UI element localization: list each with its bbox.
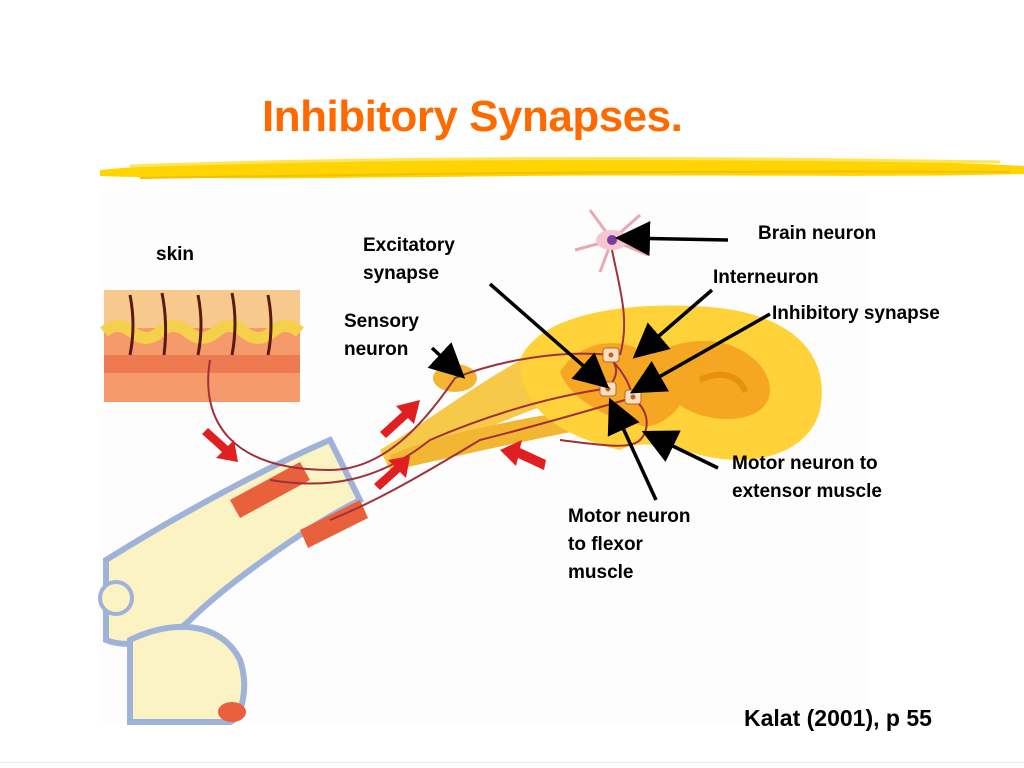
label-motor-neuron-flexor: Motor neuron to flexor muscle (568, 506, 691, 583)
slide-title: Inhibitory Synapses. (262, 92, 683, 141)
excitatory-synapse-pointer (488, 282, 610, 389)
title-highlight-stroke (100, 157, 1024, 179)
brain-neuron-pointer (615, 221, 729, 257)
label-motor-neuron-extensor: Motor neuron to extensor muscle (732, 453, 882, 502)
extensor-pointer (641, 430, 719, 470)
citation: Kalat (2001), p 55 (744, 705, 932, 731)
motion-arrows (202, 400, 546, 490)
knee-joint (98, 436, 368, 725)
label-skin: skin (156, 244, 195, 265)
sensory-neuron-pointer (427, 342, 466, 379)
flexor-pointer (607, 397, 658, 501)
label-interneuron: Interneuron (713, 267, 819, 288)
label-sensory-neuron: Sensory neuron (344, 311, 419, 360)
inhibitory-synapse-pointer (629, 312, 771, 394)
footer-divider (0, 762, 1024, 763)
interneuron-pointer (632, 288, 714, 359)
skin-cross-section (100, 290, 304, 402)
pointer-arrows (427, 221, 771, 501)
label-excitatory-synapse: Excitatory synapse (363, 235, 455, 284)
label-brain-neuron: Brain neuron (758, 223, 877, 244)
label-inhibitory-synapse: Inhibitory synapse (772, 303, 940, 324)
